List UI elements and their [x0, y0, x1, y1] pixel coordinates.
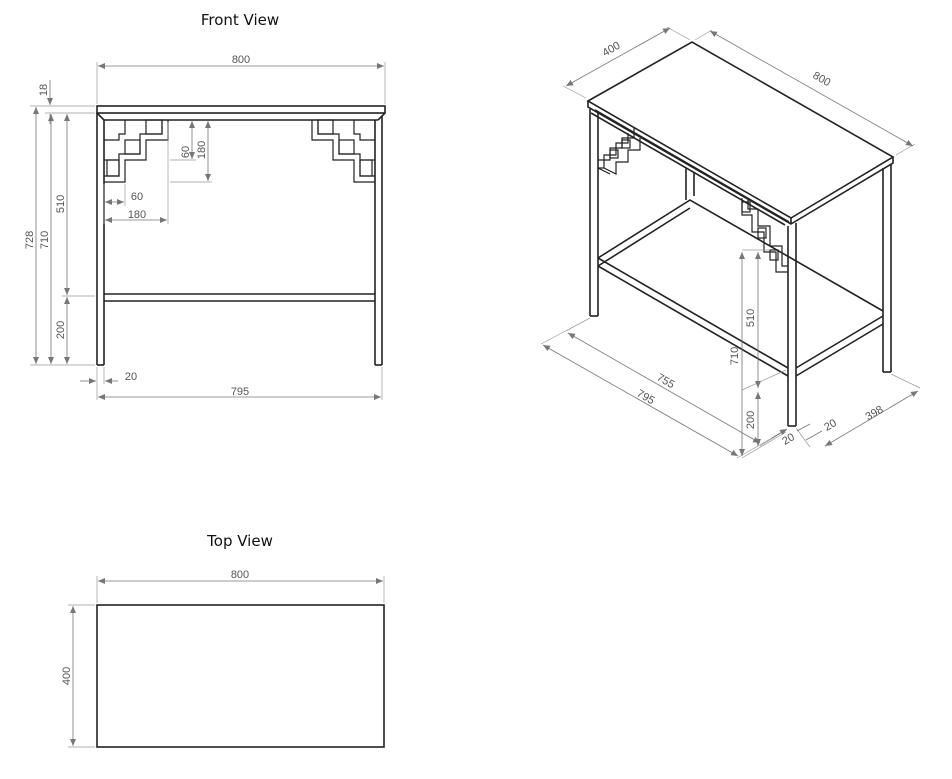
front-dim-fret-60: 60	[131, 191, 143, 203]
front-dim-800: 800	[96, 54, 386, 104]
front-left-fret	[104, 119, 169, 183]
iso-dim-800-label: 800	[811, 70, 833, 90]
front-dim-728: 728	[24, 231, 36, 249]
front-fret-dims: 60 180 60 180	[103, 121, 212, 224]
iso-dim-20a-label: 20	[780, 431, 797, 448]
top-dim-800: 800	[231, 569, 249, 581]
iso-frame	[589, 109, 892, 427]
front-dim-fret-h60: 60	[180, 146, 192, 158]
front-dim-710: 710	[39, 231, 51, 249]
iso-left-fret	[597, 127, 641, 175]
top-view-outline	[96, 604, 385, 748]
top-view-title: Top View	[206, 532, 273, 550]
iso-dim-795-label: 795	[635, 388, 657, 408]
front-dims-vertical: 18 728 710 510 200	[24, 80, 95, 366]
front-dim-795: 795	[231, 386, 249, 398]
iso-dim-200-label: 200	[745, 411, 757, 429]
front-bottom-dims: 20 795	[80, 367, 383, 400]
top-view: Top View 800 400	[61, 532, 385, 748]
front-view: Front View	[24, 11, 386, 400]
front-dim-width-label: 800	[232, 54, 250, 66]
front-dim-510: 510	[55, 195, 67, 213]
iso-right-fret	[741, 198, 788, 273]
iso-dims-length: 755 795	[540, 317, 787, 459]
iso-dim-800: 800	[694, 29, 916, 156]
iso-dim-510-label: 510	[745, 309, 757, 327]
front-dim-leg-20: 20	[125, 371, 137, 383]
iso-dim-400: 400	[562, 26, 691, 99]
front-dim-18: 18	[38, 84, 50, 96]
iso-dims-vertical: 510 710 200	[729, 249, 787, 459]
front-dim-fret-h180: 180	[196, 141, 208, 159]
front-view-title: Front View	[201, 11, 279, 29]
iso-dims-legs: 20 20 398	[771, 373, 921, 448]
top-dim-400: 400	[61, 667, 73, 685]
iso-dim-710-label: 710	[729, 347, 741, 365]
iso-dim-398-label: 398	[864, 404, 886, 424]
front-dim-fret-180: 180	[128, 209, 146, 221]
iso-dim-755-label: 755	[655, 372, 677, 392]
iso-dim-20b-label: 20	[822, 417, 839, 434]
front-dim-200: 200	[55, 321, 67, 339]
front-right-fret	[311, 119, 375, 183]
iso-view: 400 800 755 795 510 710	[540, 26, 921, 459]
